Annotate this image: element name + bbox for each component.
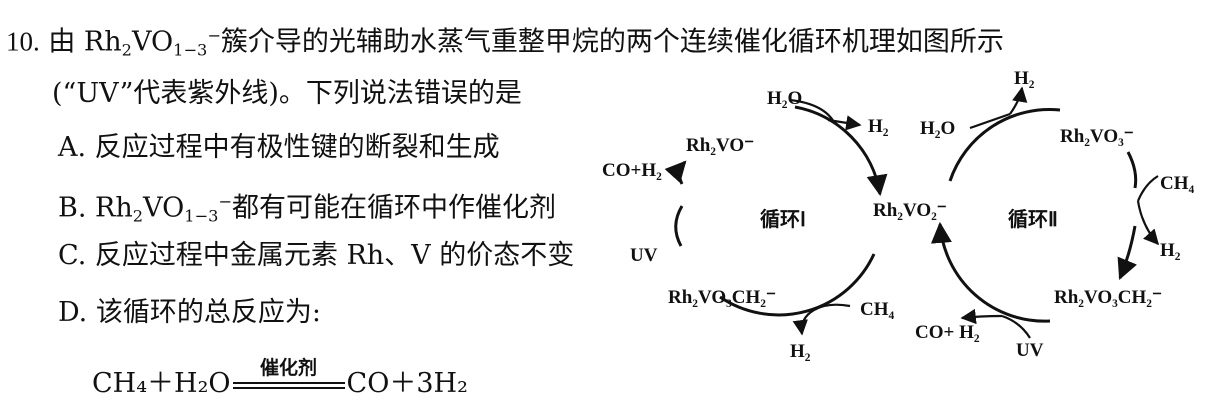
cycle1-h2-out-bottom-arrow xyxy=(792,309,815,336)
cycle1-co-h2-out-label: CO+H₂ xyxy=(602,160,662,181)
option-a: A. 反应过程中有极性键的断裂和生成 xyxy=(58,132,500,163)
cycle1-h2-out-label: H₂ xyxy=(868,116,889,137)
equation-products: CO＋3H₂ xyxy=(346,368,468,399)
cycle2-label: 循环Ⅱ xyxy=(1008,207,1058,231)
cycle2-co-h2-out-label: CO+ H₂ xyxy=(915,322,980,343)
cycle2-co-h2-out-arrow xyxy=(960,308,1003,325)
cycle2-arc-bottom xyxy=(930,221,1051,323)
cycle1-h2-out-bottom-label: H₂ xyxy=(790,341,811,362)
cycle1-ch4-in-arrow xyxy=(813,303,851,311)
shared-species: Rh₂VO₂⁻ xyxy=(873,200,947,221)
question-stem-line1: 10. 由 Rh2VO1−3−簇介导的光辅助水蒸气重整甲烷的两个连续催化循环机理… xyxy=(6,26,1004,60)
cycle1-arc-top-right xyxy=(794,105,888,197)
equation-reactants: CH₄＋H₂O xyxy=(92,368,231,399)
cycle2-ch4-in-label: CH₄ xyxy=(1160,173,1195,194)
cycle2-species-top: Rh₂VO₃⁻ xyxy=(1060,126,1134,147)
cycle2-h2o-in-arrow xyxy=(969,112,1011,130)
cycle1-species-bottom: Rh₂VO₃CH₂⁻ xyxy=(668,287,776,308)
cycle2-h2-out-label: H₂ xyxy=(1014,68,1035,89)
cycle1-arc-left-lower xyxy=(674,205,684,247)
cycle2-uv-in-label: UV xyxy=(1016,340,1044,361)
option-b: B. Rh2VO1−3−都有可能在循环中作催化剂 xyxy=(58,192,556,226)
cycle1-ch4-in-label: CH₄ xyxy=(860,299,895,320)
cycle2-h2o-in-label: H₂O xyxy=(920,118,955,139)
cycle2-ch4-in-arrow xyxy=(1136,175,1159,202)
catalyst-label: 催化剂 xyxy=(260,357,318,379)
cycle2-arc-right-upper xyxy=(1126,151,1138,189)
cycle2-arc-top xyxy=(948,107,1061,182)
cycle2-uv-in-arrow xyxy=(1001,314,1031,339)
cycle2-h2-out-arrow xyxy=(1009,86,1028,115)
equilibrium-sign: 催化剂 xyxy=(232,357,345,400)
option-c: C. 反应过程中金属元素 Rh、V 的价态不变 xyxy=(58,240,575,271)
cycle1-h2o-in-label: H₂O xyxy=(767,88,802,109)
catalytic-cycle-diagram: H₂O H₂ Rh₂VO⁻ CO+H₂ 循环Ⅰ UV Rh₂VO₃CH₂⁻ CH… xyxy=(602,68,1195,362)
cycle1-uv-in-label: UV xyxy=(630,245,658,266)
cycle2-h2-out-right-label: H₂ xyxy=(1160,240,1181,261)
overall-equation: CH₄＋H₂O 催化剂 CO＋3H₂ xyxy=(92,357,468,400)
cycle1-arc-left-upper xyxy=(664,160,687,185)
cycle1-label: 循环Ⅰ xyxy=(760,207,806,231)
cycle1-h2-out-arrow xyxy=(827,115,862,131)
question-number: 10. xyxy=(6,26,40,57)
cycle2-arc-right-lower xyxy=(1117,225,1137,280)
cycle1-arc-bottom xyxy=(719,253,876,317)
option-d: D. 该循环的总反应为: xyxy=(58,297,321,328)
question-stem-line2: (“UV”代表紫外线)。下列说法错误的是 xyxy=(52,78,522,109)
cycle2-h2-out-right-arrow xyxy=(1136,200,1160,246)
cycle1-species-top: Rh₂VO⁻ xyxy=(686,135,754,156)
cycle2-species-bottom: Rh₂VO₃CH₂⁻ xyxy=(1054,287,1162,308)
